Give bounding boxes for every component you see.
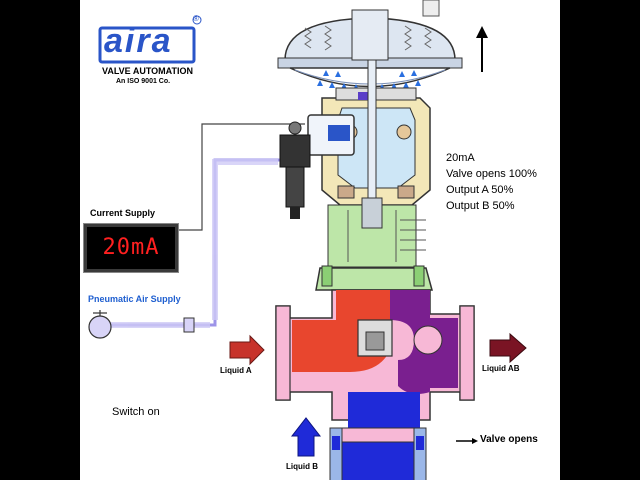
trademark-mark: ® — [193, 14, 199, 23]
status-signal: 20mA — [446, 152, 475, 164]
brand-certification: An ISO 9001 Co. — [116, 78, 171, 85]
valve-plug — [357, 319, 393, 357]
brand-logo — [98, 15, 202, 64]
liquid-b-label: Liquid B — [286, 462, 318, 471]
brand-subtitle: VALVE AUTOMATION — [102, 66, 193, 76]
valve-opens-legend: Valve opens — [480, 434, 538, 445]
lower-flange — [329, 427, 427, 480]
switch-status: Switch on — [112, 406, 160, 418]
status-output-a: Output A 50% — [446, 184, 514, 196]
right-flange — [459, 305, 475, 401]
left-flange — [275, 305, 291, 401]
bonnet — [315, 197, 433, 291]
status-output-b: Output B 50% — [446, 200, 515, 212]
valve-positioner — [279, 114, 355, 219]
up-arrow-icon — [476, 26, 488, 72]
liquid-ab-label: Liquid AB — [482, 364, 520, 373]
pressure-gauge-icon — [88, 310, 195, 339]
right-arrow-icon — [456, 438, 478, 444]
diagram-panel: aira ® VALVE AUTOMATION An ISO 9001 Co. … — [80, 0, 560, 480]
current-supply-value: 20mA — [102, 235, 160, 260]
valve-illustration — [88, 0, 527, 480]
current-supply-display: 20mA — [84, 224, 178, 272]
air-supply-label: Pneumatic Air Supply — [88, 294, 181, 304]
liquid-b-arrow — [290, 417, 322, 457]
status-valve-state: Valve opens 100% — [446, 168, 537, 180]
liquid-a-arrow — [229, 334, 265, 366]
liquid-a-label: Liquid A — [220, 366, 252, 375]
logo-wordmark: aira — [104, 22, 173, 60]
liquid-ab-arrow — [489, 332, 527, 364]
liquid-b-channel — [348, 392, 420, 430]
signal-wire — [170, 123, 305, 231]
current-supply-label: Current Supply — [90, 208, 156, 218]
